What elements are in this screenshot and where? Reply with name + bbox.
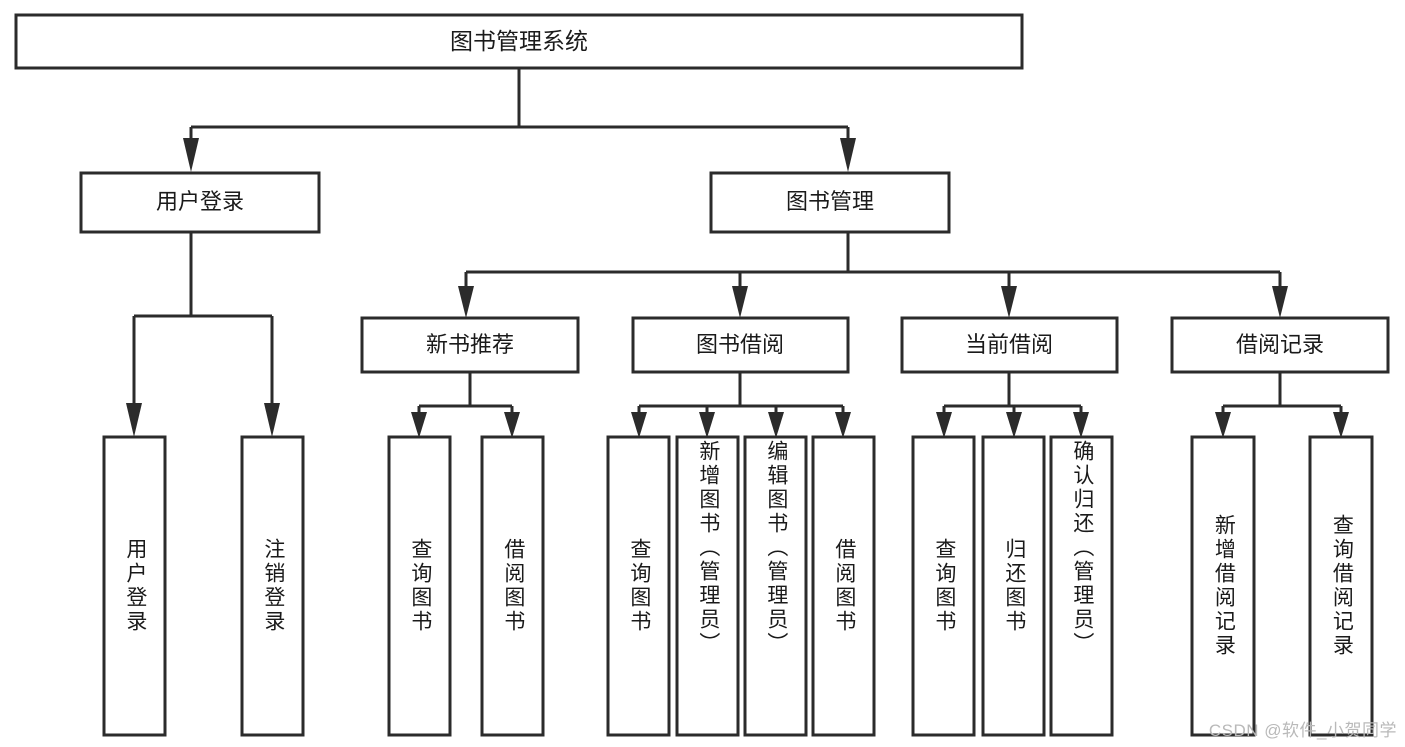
node-borrow-record-label: 借阅记录: [1236, 332, 1324, 357]
connector-newbook-to-leaves: [411, 372, 520, 438]
leaf-box-current-borrow-2[interactable]: [1049, 435, 1114, 737]
leaf-box-new-book-0[interactable]: [387, 435, 452, 737]
node-book-management-box[interactable]: [709, 171, 951, 234]
node-book-management-label: 图书管理: [786, 189, 874, 214]
node-user-login-box[interactable]: [79, 171, 321, 234]
node-new-book-recommend-box[interactable]: [360, 316, 580, 374]
node-book-borrow[interactable]: 图书借阅: [631, 316, 850, 374]
leaf-box-current-borrow-1[interactable]: [981, 435, 1046, 737]
node-new-book-recommend-label: 新书推荐: [426, 332, 514, 357]
leaf-box-book-borrow-3[interactable]: [811, 435, 876, 737]
node-root-label: 图书管理系统: [450, 28, 588, 54]
leaf-box-borrow-record-1[interactable]: [1308, 435, 1374, 737]
leaf-box-user-login-0[interactable]: [102, 435, 167, 737]
node-user-login[interactable]: 用户登录: [79, 171, 321, 234]
node-new-book-recommend[interactable]: 新书推荐: [360, 316, 580, 374]
node-user-login-label: 用户登录: [156, 189, 244, 214]
node-root-box[interactable]: [14, 13, 1024, 70]
node-borrow-record-box[interactable]: [1170, 316, 1390, 374]
leaf-box-user-login-1[interactable]: [240, 435, 305, 737]
leaf-box-new-book-1[interactable]: [480, 435, 545, 737]
node-root[interactable]: 图书管理系统: [14, 13, 1024, 70]
node-book-borrow-label: 图书借阅: [696, 332, 784, 357]
connector-currentborrow-to-leaves: [936, 372, 1089, 438]
leaf-box-book-borrow-2[interactable]: [743, 435, 808, 737]
connector-borrowrecord-to-leaves: [1215, 372, 1349, 438]
leaf-box-book-borrow-1[interactable]: [675, 435, 740, 737]
node-current-borrow-label: 当前借阅: [965, 332, 1053, 357]
connector-bookmgmt-to-level3: [458, 232, 1288, 318]
node-current-borrow[interactable]: 当前借阅: [900, 316, 1119, 374]
connector-root-to-level2: [183, 68, 856, 172]
connector-bookborrow-to-leaves: [631, 372, 851, 438]
leaf-box-book-borrow-0[interactable]: [606, 435, 671, 737]
node-current-borrow-box[interactable]: [900, 316, 1119, 374]
node-book-management[interactable]: 图书管理: [709, 171, 951, 234]
watermark-text: CSDN @软件_小贺同学: [1208, 721, 1397, 740]
connector-userlogin-to-leaves: [126, 232, 280, 437]
node-book-borrow-box[interactable]: [631, 316, 850, 374]
leaf-box-borrow-record-0[interactable]: [1190, 435, 1256, 737]
leaf-box-current-borrow-0[interactable]: [911, 435, 976, 737]
node-borrow-record[interactable]: 借阅记录: [1170, 316, 1390, 374]
